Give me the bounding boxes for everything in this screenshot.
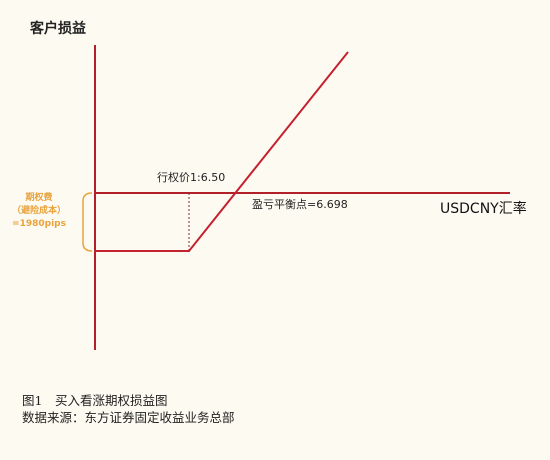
strike-label: 行权价1:6.50 [157,171,226,184]
premium-label-line1: 期权费 [25,193,53,203]
premium-bracket [82,192,93,252]
premium-label-line2: （避险成本） [11,206,66,216]
payoff-line [95,51,349,252]
figure-source: 数据来源：东方证券固定收益业务总部 [22,410,235,425]
breakeven-label: 盈亏平衡点=6.698 [252,198,348,211]
premium-label-line3: =1980pips [12,219,66,229]
figure-title: 图1 买入看涨期权损益图 [22,393,168,408]
premium-label: 期权费 （避险成本） =1980pips [4,192,74,231]
y-axis-title: 客户损益 [30,21,86,37]
x-axis-title: USDCNY汇率 [440,201,527,217]
